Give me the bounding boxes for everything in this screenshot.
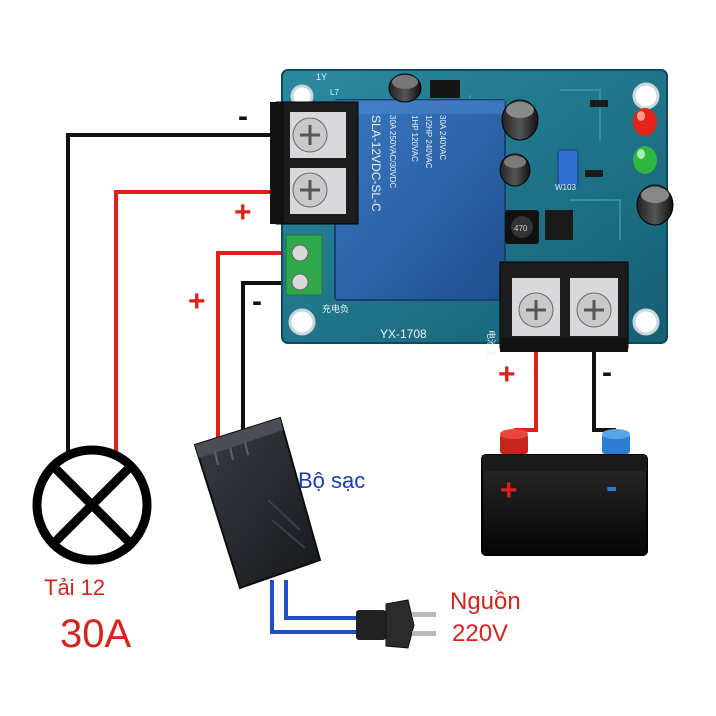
relay-text-2: 30A 250VAC/30VDC <box>388 115 397 188</box>
relay-text-5: 30A 240VAC <box>438 115 447 160</box>
load-current-label: 30A <box>60 612 132 656</box>
battery-body-plus: + <box>500 474 518 507</box>
load-negative-wire <box>66 133 300 455</box>
relay: SLA-12VDC-SL-C 30A 250VAC/30VDC 1HP 120V… <box>334 99 506 301</box>
relay-text-3: 1HP 120VAC <box>410 115 419 162</box>
relay-text-4: 1/2HP 240VAC <box>424 115 433 169</box>
mains-label-line1: Nguồn <box>450 588 521 615</box>
charger-minus-sign: - <box>252 285 262 318</box>
load-positive-wire <box>114 190 300 455</box>
board-top-label: 1Y <box>316 72 327 82</box>
load-plus-sign: + <box>234 196 252 229</box>
charger-terminal-block <box>285 234 323 296</box>
diode-2 <box>590 100 608 107</box>
ac-plug-icon <box>356 599 436 649</box>
relay-text-1: SLA-12VDC-SL-C <box>369 115 383 212</box>
mains-label-line2: 220V <box>452 620 509 647</box>
board-model-label: YX-1708 <box>380 327 427 341</box>
trimmer-label: W103 <box>555 183 576 192</box>
charger-positive-wire <box>216 251 298 440</box>
capacitors <box>388 73 674 226</box>
inductor-label: 470 <box>514 224 528 233</box>
charger-plus-sign: + <box>188 285 206 318</box>
battery-minus-sign: - <box>602 356 612 389</box>
ac-wire-1 <box>270 580 360 634</box>
battery-body-minus: - <box>606 468 617 506</box>
inductor: 470 <box>505 210 539 244</box>
trimmer-potentiometer <box>557 149 579 187</box>
lamp-load-icon <box>32 445 152 565</box>
load-label: Tải 12 <box>44 575 106 600</box>
load-terminal-block <box>270 101 359 225</box>
led-green-icon <box>633 146 657 174</box>
led-red-icon <box>633 108 657 136</box>
battery-plus-sign: + <box>498 358 516 391</box>
charge-terminal-label: 充电负 <box>322 303 349 314</box>
load-minus-sign: - <box>238 100 248 133</box>
chip-label: L7 <box>330 88 339 97</box>
charger-label: Bộ sạc <box>298 468 366 493</box>
small-chip <box>430 80 460 98</box>
charger-adapter-icon <box>193 416 322 590</box>
ac-wire-2 <box>284 580 360 620</box>
diode-1 <box>585 170 603 177</box>
battery-icon: + - <box>481 429 648 556</box>
battery-terminal-block <box>499 261 629 352</box>
charger-negative-wire <box>241 281 298 430</box>
battery-terminal-label: 电池正 <box>486 330 497 357</box>
ic-chip <box>545 210 573 240</box>
